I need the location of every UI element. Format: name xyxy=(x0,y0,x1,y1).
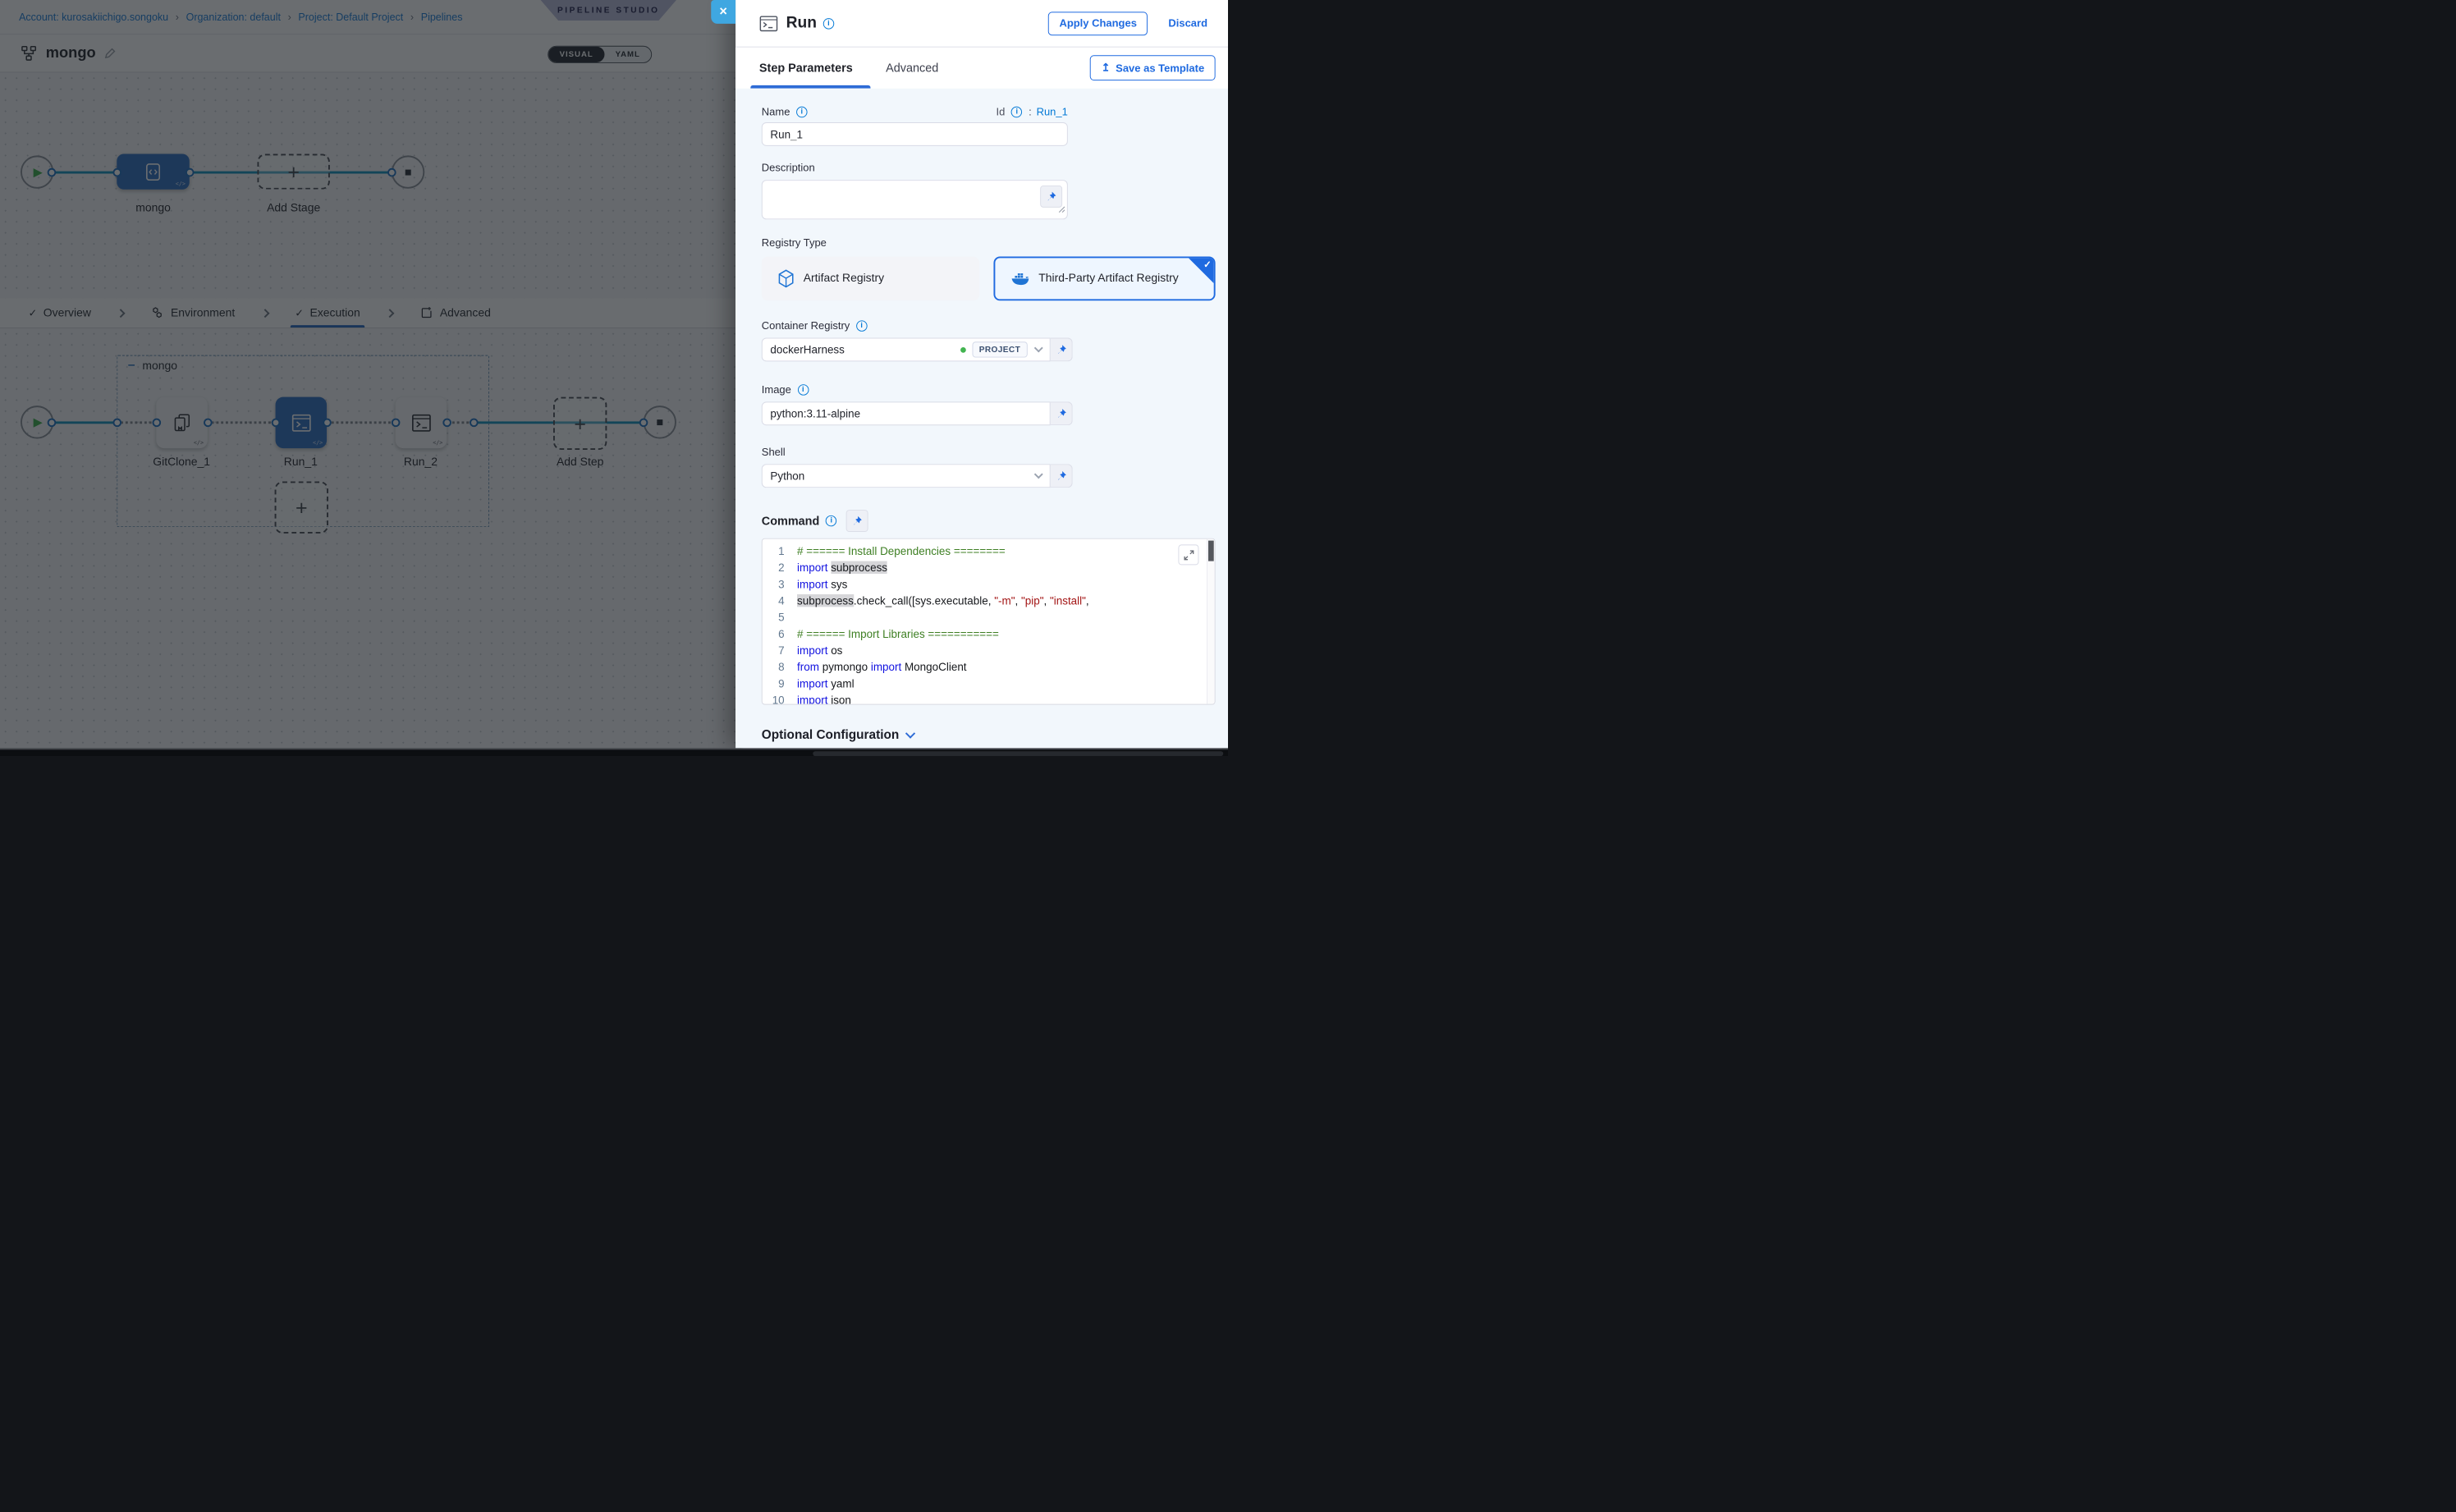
command-label-text: Command xyxy=(761,514,820,528)
image-input[interactable] xyxy=(761,401,1051,426)
code-lines: 1# ====== Install Dependencies ======== … xyxy=(763,539,1215,705)
expand-editor-button[interactable] xyxy=(1178,544,1199,566)
horizontal-scrollbar[interactable] xyxy=(813,751,1224,756)
optional-configuration-label: Optional Configuration xyxy=(761,728,900,742)
name-label: Name xyxy=(762,106,808,117)
image-label: Image xyxy=(761,383,1216,396)
registry-type-options: Artifact Registry Third-Party Artifact R… xyxy=(761,256,1216,301)
tab-step-parameters[interactable]: Step Parameters xyxy=(758,61,853,75)
registry-option-third-party-label: Third-Party Artifact Registry xyxy=(1038,272,1179,286)
tab-advanced-panel[interactable]: Advanced xyxy=(886,61,939,75)
selected-corner xyxy=(1188,258,1214,284)
scrollbar-thumb[interactable] xyxy=(1207,540,1214,561)
dim-overlay xyxy=(0,0,736,749)
save-as-template-label: Save as Template xyxy=(1116,62,1205,74)
info-icon xyxy=(796,106,808,117)
connectivity-status-dot xyxy=(960,346,966,353)
step-parameters-form: Name Id : Run_1 Description xyxy=(735,88,1228,749)
run-step-icon xyxy=(759,15,778,32)
pin-input-type-button[interactable] xyxy=(1050,464,1073,488)
info-icon xyxy=(825,515,837,527)
description-label-text: Description xyxy=(761,162,815,174)
editor-scrollbar[interactable] xyxy=(1207,538,1215,704)
active-tab-underline xyxy=(750,85,871,89)
code-line: 1# ====== Install Dependencies ======== xyxy=(778,544,1006,557)
image-field xyxy=(761,401,1216,426)
close-drawer-button[interactable]: × xyxy=(711,0,736,24)
container-registry-value: dockerHarness xyxy=(770,343,845,356)
name-input[interactable] xyxy=(761,122,1068,146)
bottom-strip xyxy=(0,748,1228,756)
shell-value: Python xyxy=(770,470,805,483)
id-value[interactable]: Run_1 xyxy=(1036,105,1068,118)
description-field-wrap xyxy=(761,180,1068,220)
description-textarea[interactable] xyxy=(761,180,1068,220)
shell-select[interactable]: Python xyxy=(761,464,1051,488)
id-label: Id xyxy=(996,105,1006,118)
apply-changes-button[interactable]: Apply Changes xyxy=(1047,11,1148,35)
docker-icon xyxy=(1011,271,1030,286)
optional-configuration-toggle[interactable]: Optional Configuration xyxy=(762,728,1216,742)
id-display: Id : Run_1 xyxy=(997,106,1068,117)
registry-type-label-text: Registry Type xyxy=(761,236,827,249)
pin-input-type-button[interactable] xyxy=(1040,185,1063,208)
shell-label-text: Shell xyxy=(761,446,786,458)
step-config-drawer: × Run Apply Changes Discard Step Paramet… xyxy=(711,0,1228,749)
scope-badge: PROJECT xyxy=(972,341,1028,358)
chevron-down-icon xyxy=(1033,343,1043,353)
stage: PIPELINE STUDIO Account: kurosakiichigo.… xyxy=(0,0,1228,756)
chevron-down-icon xyxy=(905,728,916,739)
code-line: 5 xyxy=(778,611,785,624)
check-icon: ✓ xyxy=(1203,259,1212,270)
command-label: Command xyxy=(761,514,837,528)
pin-input-type-button[interactable] xyxy=(1050,401,1073,426)
registry-option-third-party[interactable]: Third-Party Artifact Registry ✓ xyxy=(993,256,1216,301)
info-icon xyxy=(1011,106,1023,117)
name-label-text: Name xyxy=(761,105,790,118)
upload-icon: ↥ xyxy=(1101,61,1111,74)
info-icon xyxy=(822,17,835,30)
registry-option-artifact[interactable]: Artifact Registry xyxy=(761,256,980,301)
registry-type-label: Registry Type xyxy=(762,236,1216,248)
shell-field: Python xyxy=(761,464,1216,488)
drawer-header: Run Apply Changes Discard xyxy=(735,0,1228,48)
discard-button[interactable]: Discard xyxy=(1164,16,1212,30)
save-as-template-button[interactable]: ↥ Save as Template xyxy=(1090,55,1216,81)
shell-label: Shell xyxy=(762,446,1216,457)
info-icon xyxy=(797,383,809,396)
info-icon xyxy=(855,319,868,332)
container-registry-select[interactable]: dockerHarness PROJECT xyxy=(761,337,1051,362)
artifact-registry-icon xyxy=(777,269,795,288)
registry-option-artifact-label: Artifact Registry xyxy=(803,272,885,286)
container-registry-field: dockerHarness PROJECT xyxy=(761,337,1216,362)
pin-input-type-button[interactable] xyxy=(845,510,868,533)
drawer-tab-bar: Step Parameters Advanced ↥ Save as Templ… xyxy=(735,47,1228,89)
resize-grip-icon[interactable] xyxy=(1058,203,1065,217)
name-id-row: Name Id : Run_1 xyxy=(762,106,1068,117)
code-line: 6# ====== Import Libraries =========== xyxy=(778,627,999,640)
pipeline-studio-workspace: PIPELINE STUDIO Account: kurosakiichigo.… xyxy=(0,0,736,749)
container-registry-label: Container Registry xyxy=(761,319,1216,332)
command-row: Command xyxy=(761,510,1216,533)
app-root: PIPELINE STUDIO Account: kurosakiichigo.… xyxy=(0,0,1228,756)
pin-input-type-button[interactable] xyxy=(1050,337,1073,362)
description-label: Description xyxy=(762,162,1216,173)
container-registry-label-text: Container Registry xyxy=(761,319,850,332)
command-code-editor[interactable]: 1# ====== Install Dependencies ======== … xyxy=(761,538,1216,705)
chevron-down-icon xyxy=(1033,470,1043,479)
id-separator: : xyxy=(1029,105,1032,118)
image-label-text: Image xyxy=(761,383,791,396)
drawer-title: Run xyxy=(786,14,817,32)
